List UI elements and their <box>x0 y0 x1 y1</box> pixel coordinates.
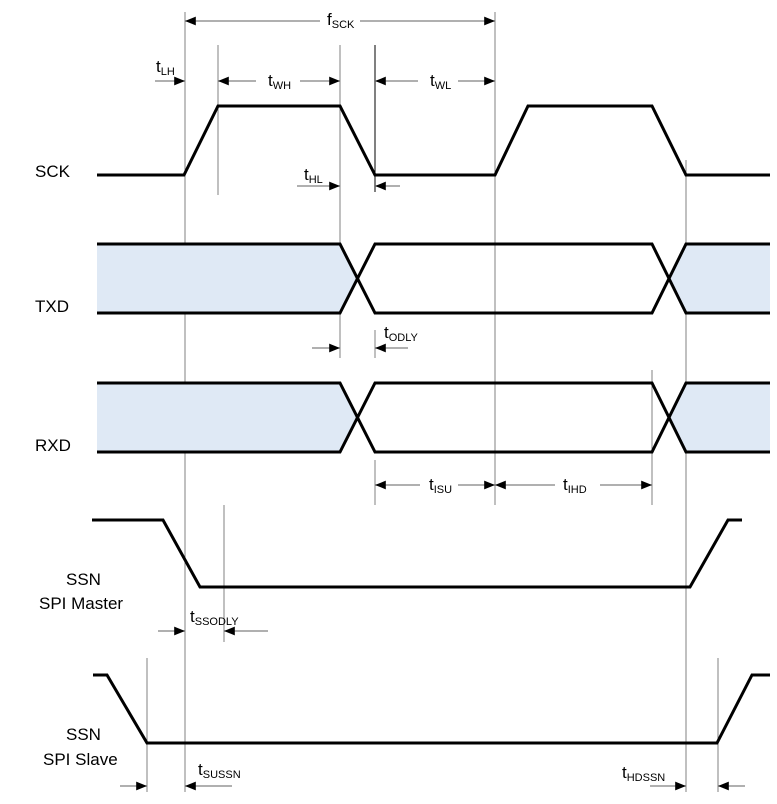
twl-label: tWL <box>430 71 451 92</box>
rxd-label: RXD <box>35 436 71 455</box>
dimension-arrows <box>120 16 745 791</box>
thl-label: tHL <box>304 165 323 186</box>
tihd-label: tIHD <box>563 475 587 496</box>
todly-label: tODLY <box>384 323 419 344</box>
rxd-bus <box>97 381 770 454</box>
ssn-master-label: SSN <box>66 570 101 589</box>
txd-label: TXD <box>35 297 69 316</box>
fsck-label: fSCK <box>327 10 355 31</box>
ssn-slave-sublabel: SPI Slave <box>43 750 118 769</box>
tssodly-label: tSSODLY <box>190 607 239 628</box>
twh-label: tWH <box>268 71 291 92</box>
ssn-slave-waveform <box>93 673 770 745</box>
ssn-slave-label: SSN <box>66 725 101 744</box>
txd-bus <box>97 242 770 315</box>
tisu-label: tISU <box>429 475 452 496</box>
ssn-master-waveform <box>92 518 742 589</box>
ssn-master-sublabel: SPI Master <box>39 594 123 613</box>
thdssn-label: tHDSSN <box>622 763 665 784</box>
tlh-label: tLH <box>156 57 175 78</box>
tsussn-label: tSUSSN <box>198 760 241 781</box>
sck-label: SCK <box>35 162 71 181</box>
sck-waveform <box>97 104 770 177</box>
